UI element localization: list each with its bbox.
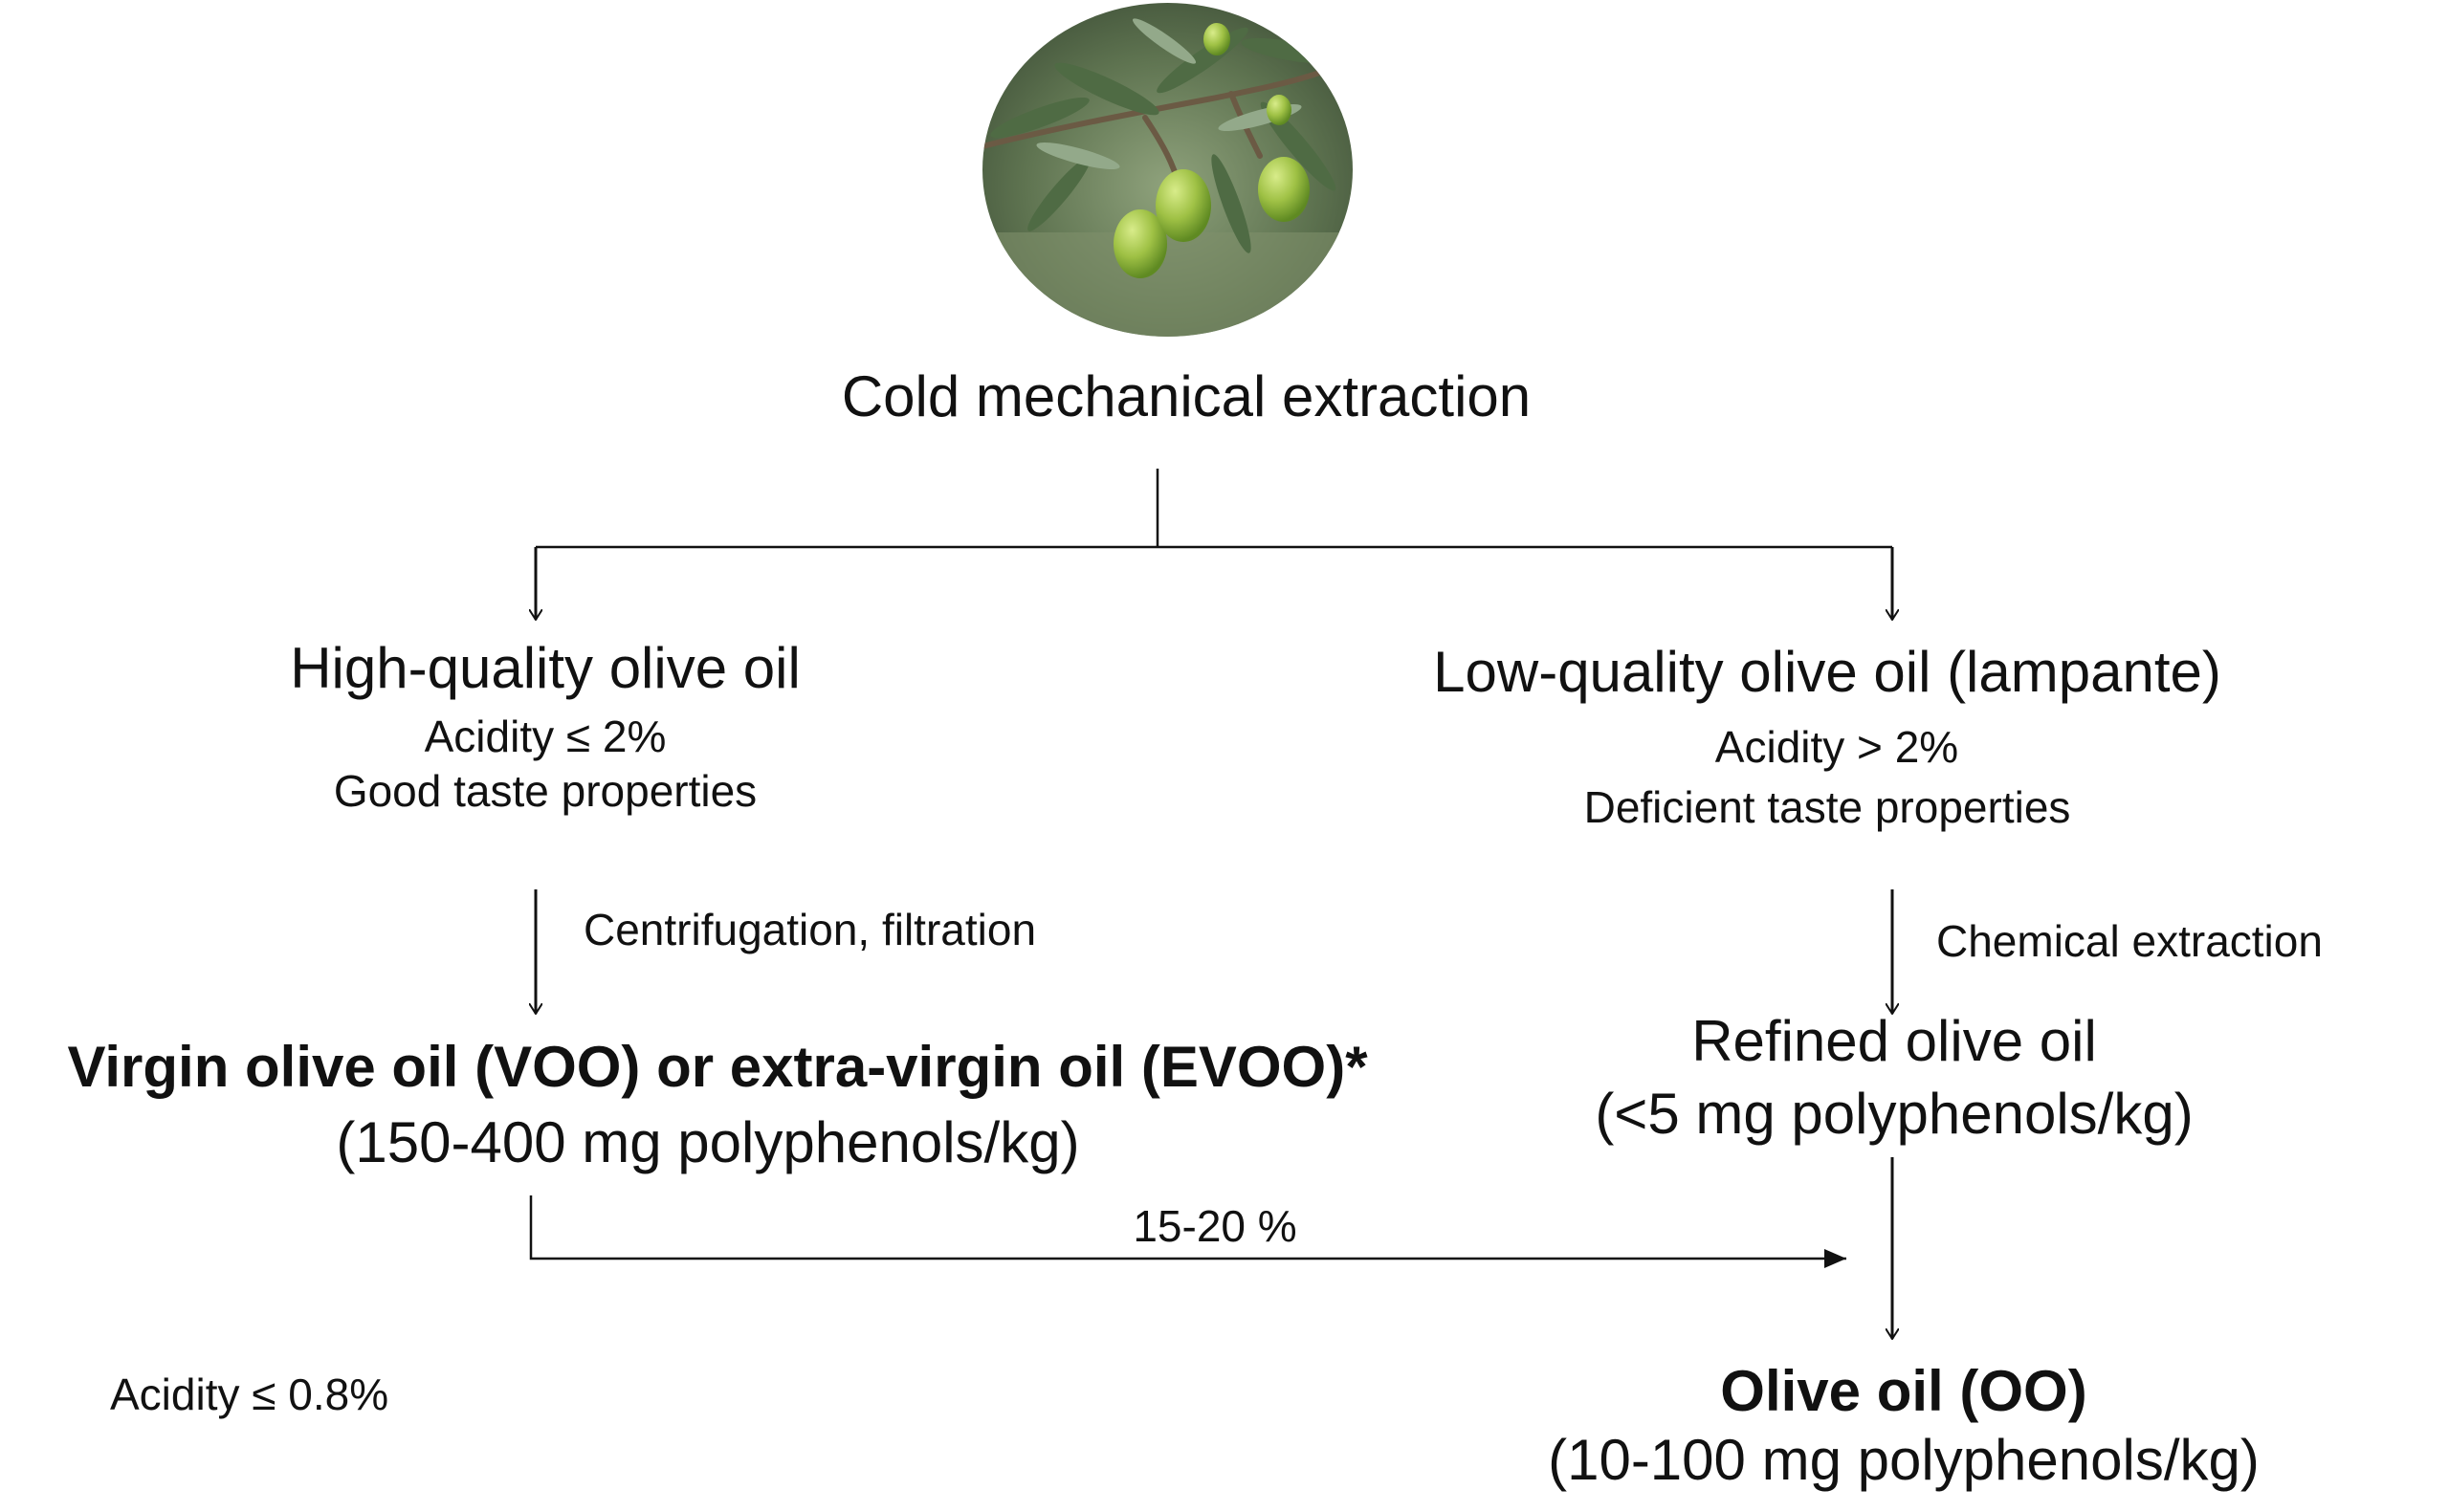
right-branch-title: Low-quality olive oil (lampante)	[1433, 640, 2221, 704]
left-process-label: Centrifugation, filtration	[584, 905, 1037, 954]
voo-evoo-title: Virgin olive oil (VOO) or extra-virgin o…	[67, 1035, 1368, 1099]
voo-acidity: Acidity ≤ 0.8%	[110, 1370, 389, 1419]
blend-percent-label: 15-20 %	[1133, 1201, 1297, 1251]
right-branch-taste: Deficient taste properties	[1583, 782, 2071, 832]
voo-polyphenols: (150-400 mg polyphenols/kg)	[336, 1110, 1080, 1174]
refined-oil-title: Refined olive oil	[1691, 1009, 2097, 1073]
olive-oil-polyphenols: (10-100 mg polyphenols/kg)	[1548, 1428, 2260, 1492]
right-branch-acidity: Acidity > 2%	[1714, 722, 1959, 772]
refined-oil-polyphenols: (<5 mg polyphenols/kg)	[1595, 1082, 2194, 1146]
olive-oil-title: Olive oil (OO)	[1720, 1359, 2087, 1423]
blend-arrow	[529, 1195, 1846, 1268]
left-branch-acidity: Acidity ≤ 2%	[424, 712, 667, 761]
olive-branch-photo	[982, 3, 1353, 337]
left-branch-taste: Good taste properties	[333, 766, 758, 816]
right-process-label: Chemical extraction	[1936, 916, 2323, 966]
left-branch-title: High-quality olive oil	[290, 636, 801, 700]
root-title: Cold mechanical extraction	[841, 364, 1532, 428]
